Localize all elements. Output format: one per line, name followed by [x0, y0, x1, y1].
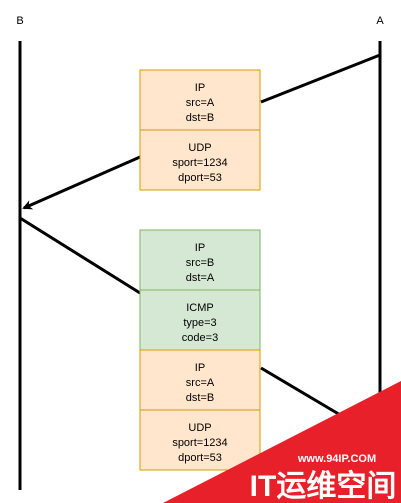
reply-ip-dst: dst=A	[186, 272, 215, 284]
outbound-udp-title: UDP	[188, 142, 211, 154]
reply-inner-ip-header: IP src=A dst=B	[139, 349, 261, 411]
host-a-label: A	[376, 15, 384, 27]
reply-ip-src: src=B	[186, 257, 214, 269]
reply-ip-header: IP src=B dst=A	[139, 229, 261, 291]
watermark-url: www.94IP.COM	[297, 453, 376, 465]
reply-inner-udp-sport: sport=1234	[172, 437, 227, 449]
watermark-text: IT运维空间	[250, 470, 397, 503]
reply-icmp-title: ICMP	[186, 302, 214, 314]
reply-icmp-header: ICMP type=3 code=3	[139, 289, 261, 351]
reply-arrow-segment-2	[260, 366, 343, 418]
host-b-label: B	[16, 15, 23, 27]
reply-ip-title: IP	[195, 242, 205, 254]
outbound-udp-sport: sport=1234	[172, 157, 227, 169]
reply-inner-ip-title: IP	[195, 362, 205, 374]
watermark: www.94IP.COM IT运维空间	[163, 381, 401, 503]
outbound-ip-dst: dst=B	[186, 112, 214, 124]
reply-arrow-segment-1	[19, 216, 141, 295]
outbound-arrow-segment-2	[22, 155, 141, 210]
reply-inner-ip-src: src=A	[186, 377, 215, 389]
outbound-ip-src: src=A	[186, 97, 215, 109]
reply-inner-udp-header: UDP sport=1234 dport=53	[139, 409, 261, 471]
outbound-arrow-segment-1	[260, 53, 381, 104]
outbound-udp-header: UDP sport=1234 dport=53	[139, 129, 261, 191]
outbound-ip-title: IP	[195, 82, 205, 94]
outbound-udp-dport: dport=53	[178, 172, 222, 184]
reply-inner-udp-title: UDP	[188, 422, 211, 434]
watermark-triangle	[163, 381, 401, 503]
reply-icmp-code: code=3	[182, 332, 218, 344]
reply-icmp-type: type=3	[183, 317, 216, 329]
outbound-ip-header: IP src=A dst=B	[139, 69, 261, 131]
reply-inner-ip-dst: dst=B	[186, 392, 214, 404]
reply-inner-udp-dport: dport=53	[178, 452, 222, 464]
